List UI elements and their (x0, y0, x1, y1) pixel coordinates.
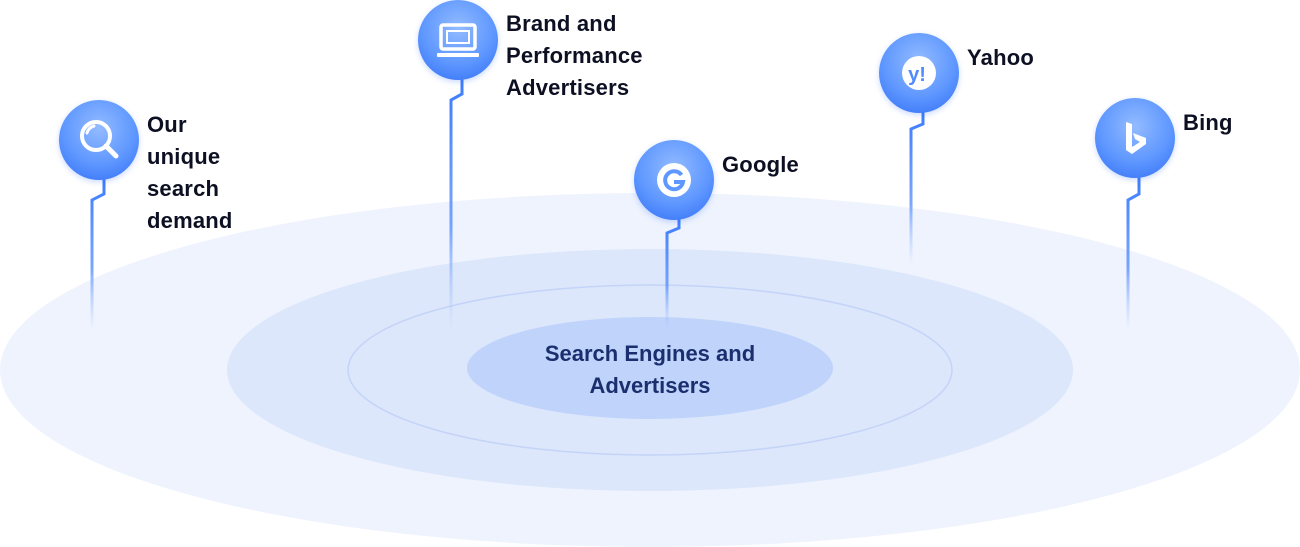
bing-icon (1095, 98, 1175, 178)
ring-core (467, 317, 833, 419)
stem-bing (1126, 176, 1141, 330)
node-google-label: Google (722, 149, 799, 181)
node-brand-advertisers-label: Brand and Performance Advertisers (506, 8, 643, 104)
magnifier-icon (59, 100, 139, 180)
stem-yahoo (909, 112, 925, 265)
node-yahoo-line1: Yahoo (967, 45, 1035, 70)
node-yahoo-label: Yahoo (967, 42, 1034, 74)
node-google-line1: Google (722, 152, 799, 177)
stem-brand (449, 78, 464, 330)
center-hub-line1: Search Engines and (544, 341, 756, 366)
monitor-icon (418, 0, 498, 80)
yahoo-icon: y! (879, 33, 959, 113)
node-brand-advertisers-line2: Advertisers (506, 75, 630, 100)
stem-search (90, 178, 106, 330)
center-hub-label: Search Engines and Advertisers (468, 338, 832, 402)
stem-google (665, 218, 681, 330)
node-brand-advertisers-line1: Brand and Performance (506, 11, 643, 68)
node-search-demand-line2: demand (147, 208, 233, 233)
node-bing-line1: Bing (1183, 110, 1233, 135)
ring-inner (347, 284, 953, 456)
google-icon (634, 140, 714, 220)
node-bing-label: Bing (1183, 107, 1233, 139)
node-search-demand-label: Our unique search demand (147, 109, 233, 237)
svg-text:y!: y! (908, 64, 926, 86)
node-search-demand-line1: Our unique search (147, 112, 221, 201)
center-hub-line2: Advertisers (589, 373, 711, 398)
